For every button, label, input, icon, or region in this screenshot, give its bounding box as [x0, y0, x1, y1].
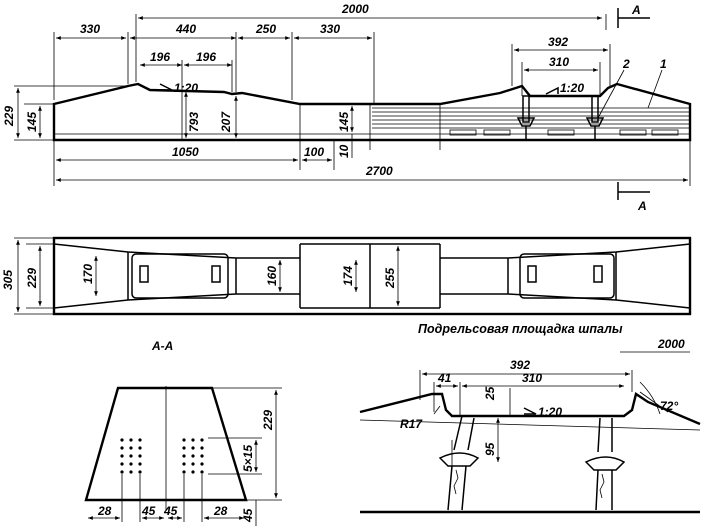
dim-2700: 2700	[365, 164, 393, 178]
dim-45-a: 45	[141, 504, 156, 518]
dim-229-plan: 229	[25, 268, 39, 289]
dim-440: 440	[175, 22, 196, 36]
dim-170: 170	[81, 264, 95, 284]
railseat-profile	[359, 392, 701, 426]
dim-2000: 2000	[341, 2, 369, 16]
strand-group-right	[182, 438, 204, 474]
callout-1: 1	[660, 57, 667, 71]
dim-5x15: 5×15	[241, 445, 255, 472]
section-title: A-A	[151, 339, 173, 353]
dim-10: 10	[337, 144, 351, 158]
dim-305: 305	[1, 270, 15, 290]
dim-793: 793	[187, 112, 201, 132]
section-mark-bottom: A	[637, 199, 647, 213]
detail-dim-2000: 2000	[657, 337, 685, 351]
dim-145-center: 145	[337, 112, 351, 132]
dim-45-vert: 45	[241, 508, 255, 523]
dim-100: 100	[304, 145, 324, 159]
dim-160: 160	[265, 266, 279, 286]
dim-174: 174	[341, 266, 355, 286]
detail-slope: 1:20	[538, 405, 562, 419]
dim-28-left: 28	[97, 504, 112, 518]
strand-group-left	[120, 438, 142, 474]
detail-anchor-right	[584, 417, 626, 511]
slope-marker-left	[159, 83, 173, 91]
dim-229-section: 229	[261, 410, 275, 431]
plan-outline	[52, 236, 692, 316]
dim-1050: 1050	[172, 145, 199, 159]
dim-229-elev: 229	[2, 106, 16, 127]
slope-left: 1:20	[174, 81, 198, 95]
section-view: A-A 229 5×15 45 28 45	[84, 339, 282, 526]
detail-anchor-left	[438, 415, 480, 511]
railseat-left	[131, 253, 229, 299]
section-mark-top: A	[631, 3, 641, 17]
dim-392: 392	[548, 35, 568, 49]
detail-slope-marker	[523, 407, 537, 415]
dim-196-a: 196	[150, 50, 170, 64]
callout-2: 2	[622, 57, 630, 71]
dim-207: 207	[219, 111, 233, 133]
detail-dim-25: 25	[483, 386, 497, 401]
dim-145-left: 145	[25, 112, 39, 132]
detail-dim-41: 41	[437, 371, 452, 385]
dim-330-mid: 330	[320, 22, 340, 36]
detail-angle: 72°	[660, 399, 678, 413]
detail-dim-392: 392	[510, 358, 530, 372]
railseat-right	[519, 253, 615, 299]
reinforcement-lines	[372, 107, 690, 136]
detail-dim-95: 95	[483, 442, 497, 456]
dim-28-right: 28	[213, 504, 228, 518]
dim-196-b: 196	[196, 50, 216, 64]
elevation-view: 330 440 250 330 2000 196 196 1:20 392 31…	[2, 2, 692, 213]
detail-dim-310: 310	[522, 371, 542, 385]
dim-250: 250	[255, 22, 276, 36]
railseat-title: Подрельсовая площадка шпалы	[418, 322, 623, 336]
slope-marker-right	[545, 86, 559, 95]
anchor-right	[585, 95, 605, 140]
anchor-left	[516, 95, 536, 140]
dim-310: 310	[549, 55, 569, 69]
dim-330-left: 330	[80, 22, 100, 36]
plan-view: 305 229 170 160 174 255	[1, 236, 692, 316]
dim-45-b: 45	[163, 504, 178, 518]
slope-right: 1:20	[560, 81, 584, 95]
railseat-detail: Подрельсовая площадка шпалы 2000 392 41 …	[359, 322, 701, 514]
detail-radius: R17	[400, 417, 423, 431]
dim-255: 255	[383, 268, 397, 289]
